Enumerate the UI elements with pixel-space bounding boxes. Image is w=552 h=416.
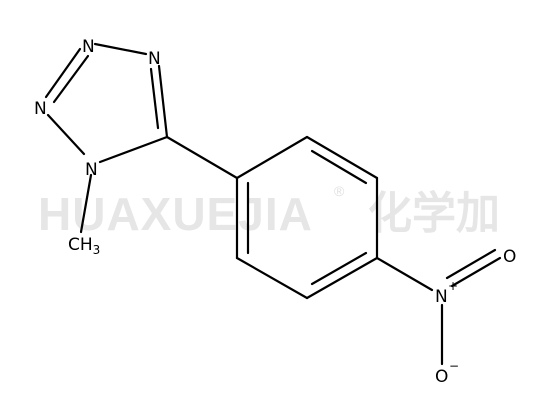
bond-n4-methyl [79,173,93,234]
bond-n4-c5 [98,135,169,164]
atom-nitro-o-top: O [503,247,516,267]
atom-n-right: N [148,49,161,69]
atom-nitro-o-bottom: O [435,367,448,387]
bond-n1-n3-b [52,54,90,104]
atom-labels: N N N N CH3 N + O O − [34,37,516,387]
bonds [44,42,502,366]
bond-ph-2 [305,135,379,180]
bond-n1-n3-a [44,47,82,99]
nitro-n-charge: + [448,279,458,293]
bond-n2-c5-b [149,67,160,130]
watermark-chinese: 化学加 [368,188,500,239]
watermark-registered: ® [334,183,345,199]
nitro-o-charge: − [449,359,459,373]
bond-ph-4 [305,256,379,300]
atom-n-left: N [34,99,47,119]
bond-n3-n4 [46,113,86,156]
bond-ph-1 [235,135,309,180]
bond-ph-inner-2 [310,251,368,286]
bond-nitro-o-top-a [450,256,502,288]
watermark: HUAXUEJIA ® 化学加 [38,183,500,240]
atom-n-top: N [82,37,95,57]
bond-nitro-o-top-b [445,248,497,280]
bond-c5-phenyl [165,135,239,180]
atom-ch3: CH3 [68,235,100,257]
bond-phenyl-nitro [375,256,434,292]
bond-ph-5 [235,256,309,300]
bond-ph-inner-1 [310,149,368,185]
ch3-subscript: 3 [93,243,101,257]
watermark-latin: HUAXUEJIA [38,188,313,240]
bond-n2-c5-a [157,64,169,139]
ch3-main: CH [68,235,93,255]
atom-nitro-n: N [435,287,448,307]
atom-n-methyl: N [85,160,98,180]
bond-n1-n2 [93,42,148,56]
